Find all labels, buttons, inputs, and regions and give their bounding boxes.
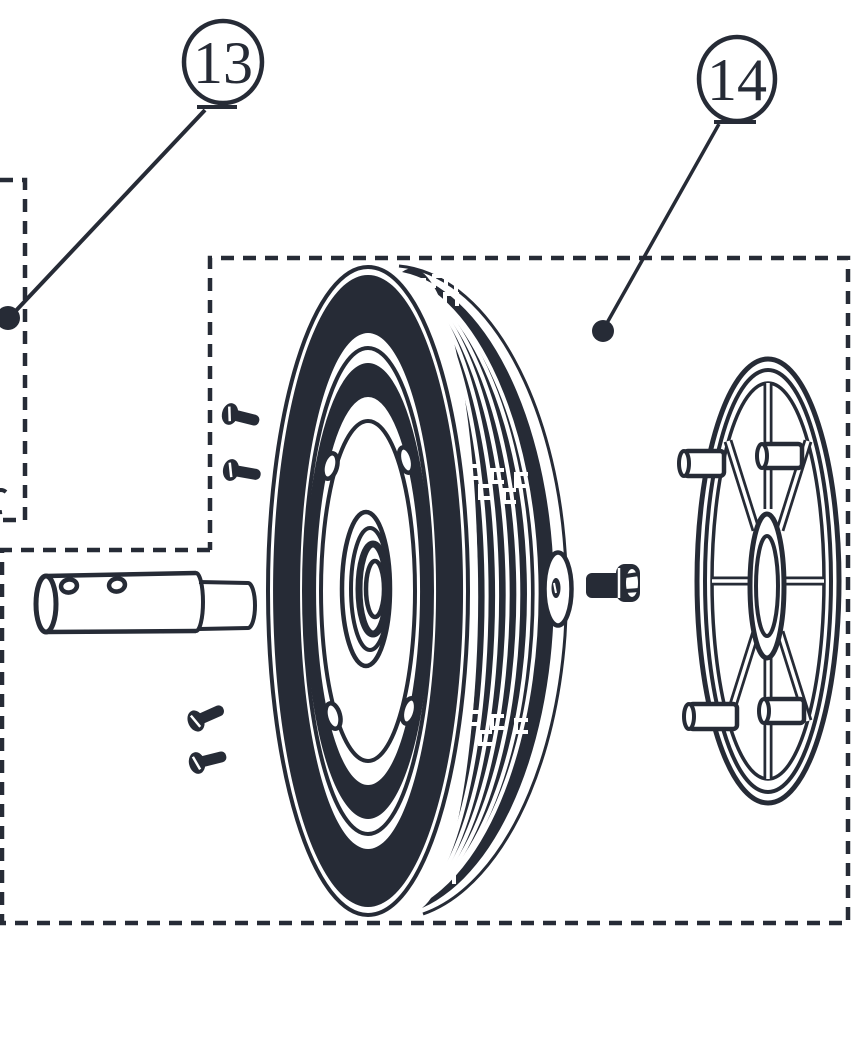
callout-13-anchor-dot [0, 306, 20, 330]
hex-bolt-part [586, 564, 640, 602]
screw-icon [182, 697, 230, 736]
screw-icon [218, 400, 264, 434]
rim-screw-hole [399, 696, 419, 726]
washer-part [541, 550, 574, 628]
part-13-boundary-box [0, 177, 28, 523]
hub-cap-pegs [677, 441, 807, 732]
callout-13: 13 [0, 18, 265, 330]
wheel-tire-part [266, 264, 568, 917]
callout-14-leader-line [601, 123, 721, 331]
tread-blocks-top [410, 274, 470, 308]
rim-screw-hole [323, 701, 343, 731]
hub-cap-part [677, 356, 842, 806]
callout-13-circle [181, 18, 265, 106]
rim-screw-hole [396, 445, 416, 475]
tread-blocks-bottom [418, 872, 456, 888]
tread-blocks-lower [466, 710, 528, 746]
callout-14-circle [696, 34, 778, 124]
callout-13-number: 13 [193, 30, 253, 96]
axle-pin-part [33, 570, 257, 635]
callout-14-anchor-dot [592, 320, 614, 342]
screw-icon [185, 743, 231, 777]
axle-hole [58, 577, 80, 595]
callout-14-number: 14 [707, 47, 767, 113]
callout-13-leader-line [8, 108, 207, 319]
tread-blocks-middle [466, 464, 528, 504]
rim-screw-hole [320, 451, 340, 481]
wheel-center-bore [339, 509, 393, 669]
part-14-boundary-box [0, 255, 851, 926]
axle-hole [106, 576, 128, 594]
screw-icon [219, 456, 264, 488]
callout-14: 14 [592, 34, 778, 342]
